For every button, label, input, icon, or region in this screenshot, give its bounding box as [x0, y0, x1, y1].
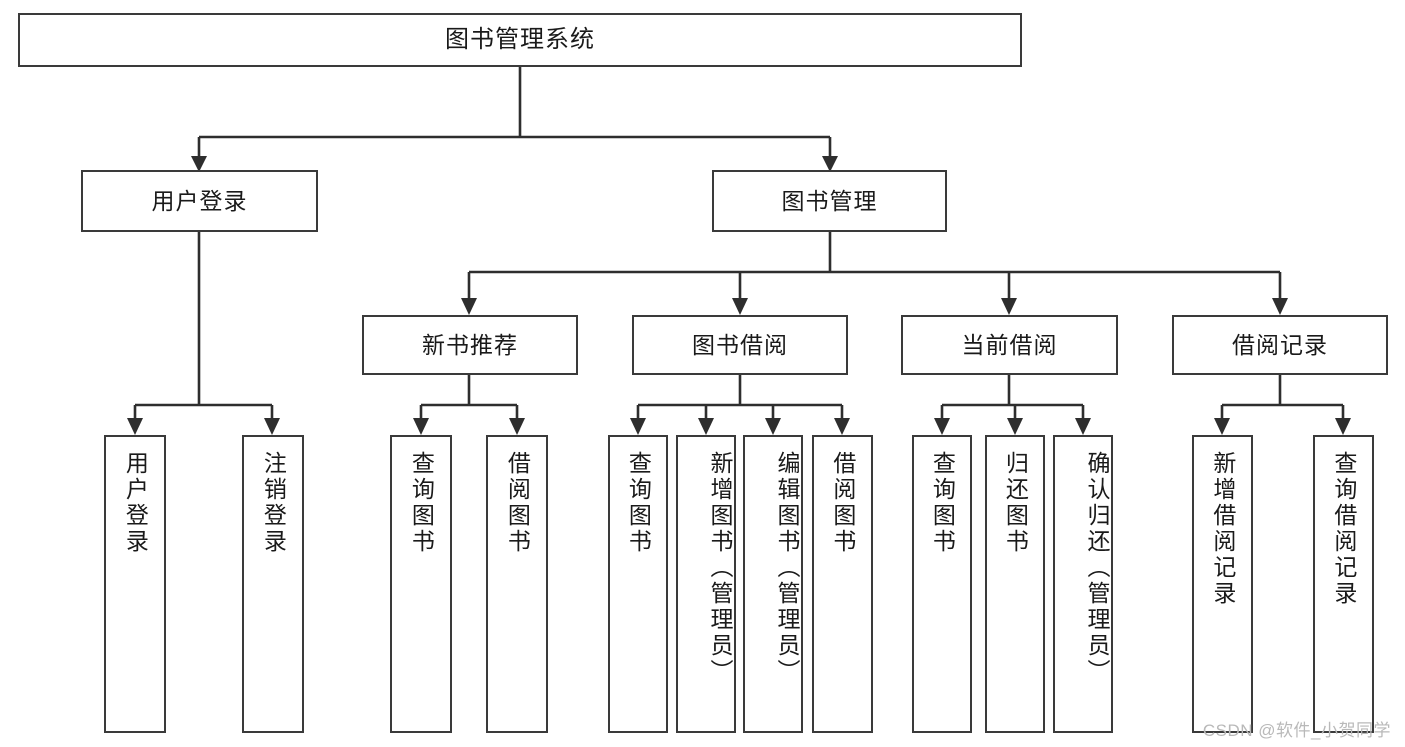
node-book-management[interactable]: 图书管理 [712, 170, 947, 232]
arrow-book-mgmt-child-1 [461, 298, 477, 315]
leaf-user-login-1[interactable]: 用户登录 [104, 435, 166, 733]
leaf-current-borrow-3[interactable]: 确认归还（管理员） [1053, 435, 1113, 733]
arrow-book-borrow-leaf-4 [834, 418, 850, 435]
leaf-new-book-2[interactable]: 借阅图书 [486, 435, 548, 733]
node-book-borrow[interactable]: 图书借阅 [632, 315, 848, 375]
arrow-book-mgmt-child-4 [1272, 298, 1288, 315]
arrow-book-borrow-leaf-1 [630, 418, 646, 435]
arrow-book-mgmt-child-2 [732, 298, 748, 315]
arrow-book-mgmt-child-3 [1001, 298, 1017, 315]
leaf-current-borrow-1-label: 查询图书 [929, 451, 956, 555]
arrow-current-borrow-leaf-1 [934, 418, 950, 435]
node-book-borrow-label: 图书借阅 [692, 331, 788, 358]
arrow-user-login-leaf-1 [127, 418, 143, 435]
node-new-book-recommend[interactable]: 新书推荐 [362, 315, 578, 375]
leaf-book-borrow-1[interactable]: 查询图书 [608, 435, 668, 733]
arrow-book-borrow-leaf-2 [698, 418, 714, 435]
arrow-book-borrow-leaf-3 [765, 418, 781, 435]
node-current-borrow-label: 当前借阅 [961, 331, 1058, 358]
leaf-new-book-1[interactable]: 查询图书 [390, 435, 452, 733]
leaf-current-borrow-1[interactable]: 查询图书 [912, 435, 972, 733]
node-root[interactable]: 图书管理系统 [18, 13, 1022, 67]
node-borrow-record-label: 借阅记录 [1232, 331, 1328, 358]
node-book-management-label: 图书管理 [781, 187, 878, 214]
leaf-book-borrow-4-label: 借阅图书 [829, 451, 856, 555]
leaf-current-borrow-3-label: 确认归还（管理员） [1084, 451, 1110, 685]
watermark: CSDN @软件_小贺同学 [1202, 721, 1391, 740]
leaf-book-borrow-4[interactable]: 借阅图书 [812, 435, 873, 733]
leaf-book-borrow-3-label: 编辑图书（管理员） [774, 451, 800, 685]
leaf-borrow-record-2-label: 查询借阅记录 [1330, 451, 1357, 607]
arrow-new-book-leaf-1 [413, 418, 429, 435]
leaf-user-login-1-label: 用户登录 [122, 451, 149, 555]
leaf-book-borrow-2-label: 新增图书（管理员） [707, 451, 733, 685]
leaf-new-book-2-label: 借阅图书 [504, 451, 531, 555]
leaf-user-login-2-label: 注销登录 [260, 451, 287, 555]
node-user-login[interactable]: 用户登录 [81, 170, 318, 232]
leaf-book-borrow-3[interactable]: 编辑图书（管理员） [743, 435, 803, 733]
leaf-borrow-record-2[interactable]: 查询借阅记录 [1313, 435, 1374, 733]
arrow-borrow-record-leaf-2 [1335, 418, 1351, 435]
arrow-user-login-leaf-2 [264, 418, 280, 435]
leaf-book-borrow-1-label: 查询图书 [625, 451, 652, 555]
arrow-current-borrow-leaf-2 [1007, 418, 1023, 435]
node-current-borrow[interactable]: 当前借阅 [901, 315, 1118, 375]
leaf-new-book-1-label: 查询图书 [408, 451, 435, 555]
arrow-current-borrow-leaf-3 [1075, 418, 1091, 435]
leaf-user-login-2[interactable]: 注销登录 [242, 435, 304, 733]
leaf-book-borrow-2[interactable]: 新增图书（管理员） [676, 435, 736, 733]
arrow-new-book-leaf-2 [509, 418, 525, 435]
leaf-borrow-record-1[interactable]: 新增借阅记录 [1192, 435, 1253, 733]
node-borrow-record[interactable]: 借阅记录 [1172, 315, 1388, 375]
node-root-label: 图书管理系统 [445, 26, 595, 53]
leaf-current-borrow-2[interactable]: 归还图书 [985, 435, 1045, 733]
arrow-borrow-record-leaf-1 [1214, 418, 1230, 435]
node-user-login-label: 用户登录 [151, 187, 248, 214]
node-new-book-recommend-label: 新书推荐 [422, 331, 518, 358]
leaf-borrow-record-1-label: 新增借阅记录 [1209, 451, 1236, 607]
leaf-current-borrow-2-label: 归还图书 [1002, 451, 1029, 555]
